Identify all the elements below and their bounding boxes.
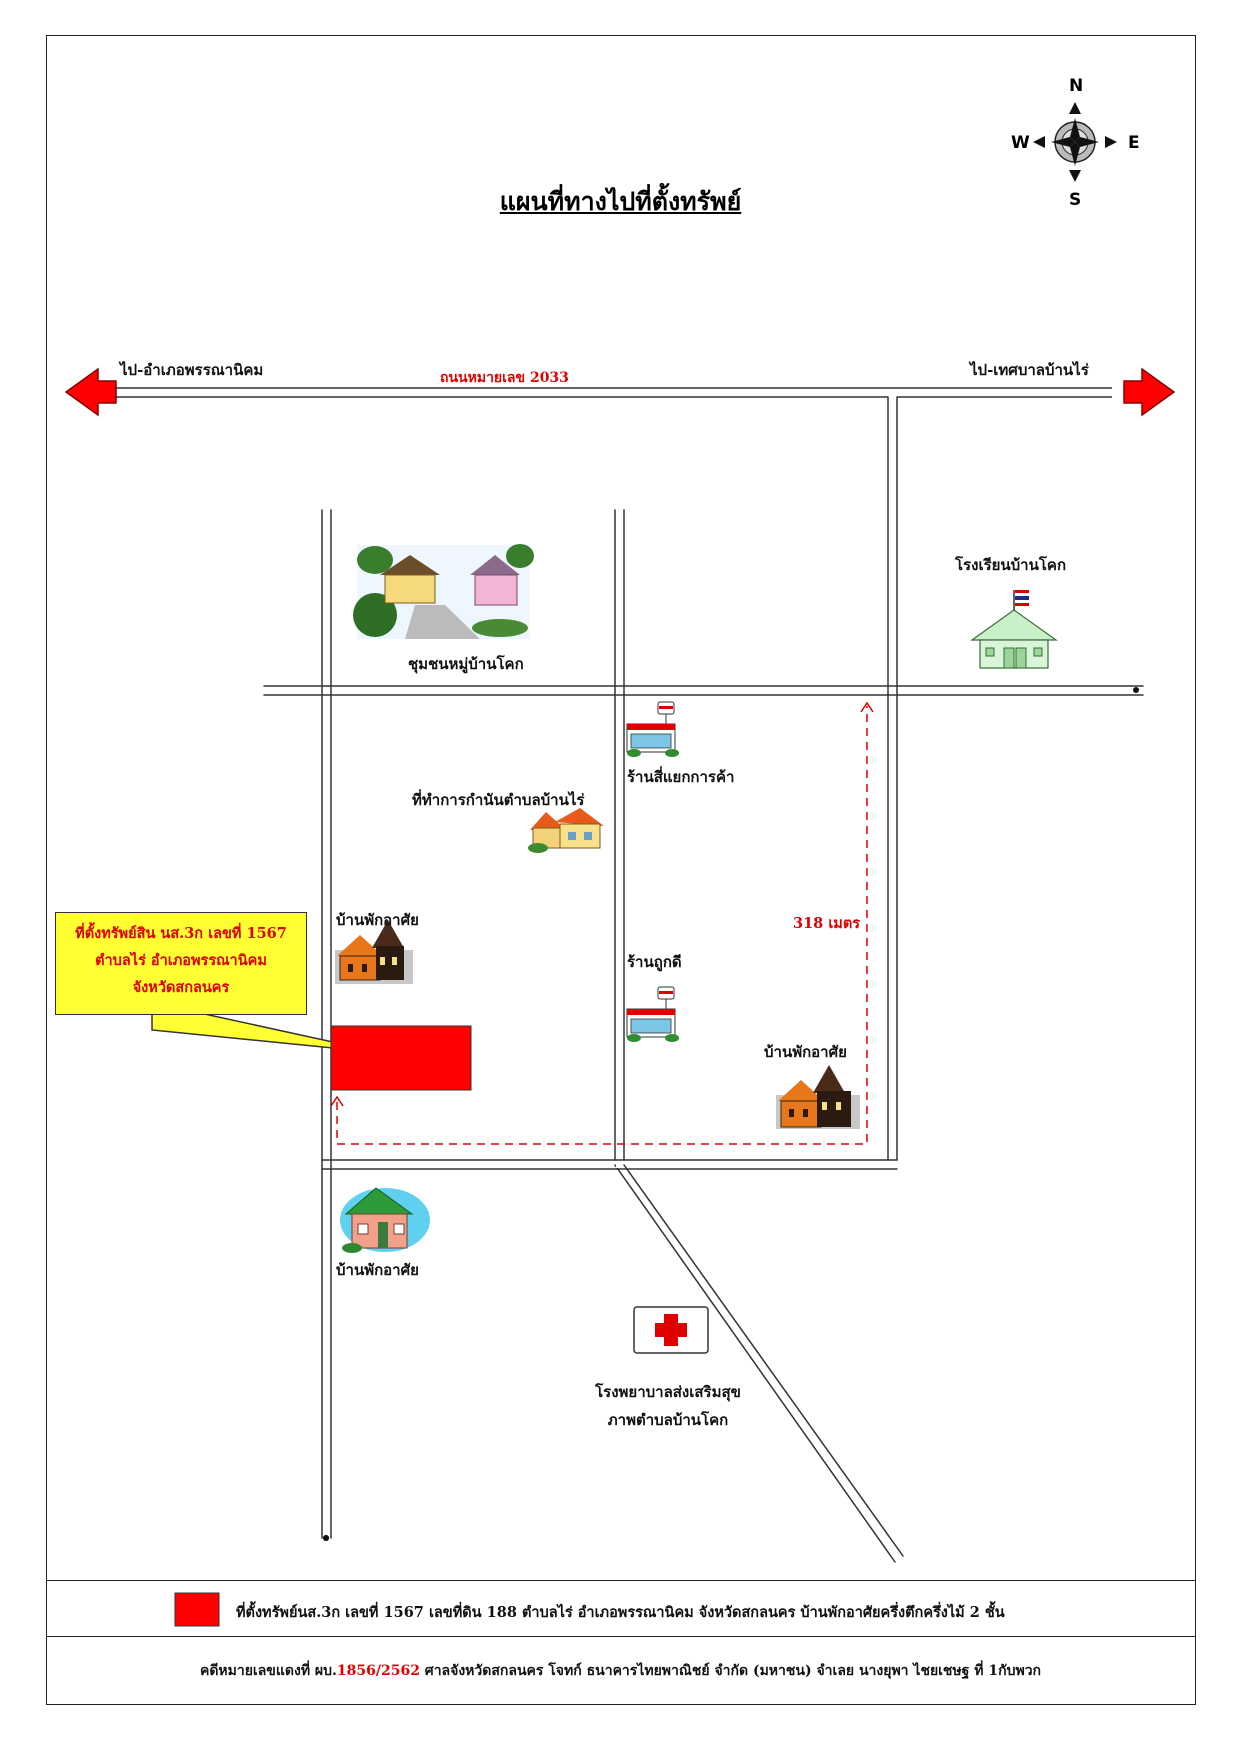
case-number: 1856/2562 — [336, 1663, 420, 1679]
route-arrowhead-icon — [860, 701, 874, 713]
house-icon — [335, 920, 413, 984]
house-icon — [776, 1065, 860, 1129]
shop2-label: ร้านถูกดี — [627, 953, 682, 971]
school-label: โรงเรียนบ้านโคก — [955, 556, 1067, 574]
road-right-destination: ไป-เทศบาลบ้านไร่ — [970, 361, 1089, 379]
local-roads — [263, 396, 1144, 1563]
legend-text: ที่ตั้งทรัพย์นส.3ก เลขที่ 1567 เลขที่ดิน… — [236, 1604, 1005, 1621]
highway-2033 — [100, 387, 1112, 398]
kamnan-office-label: ที่ทำการกำนันตำบลบ้านไร่ — [412, 791, 585, 809]
hospital-label-line1: โรงพยาบาลส่งเสริมสุข — [595, 1383, 741, 1401]
village-icon — [353, 544, 534, 639]
route-arrowhead-icon — [330, 1095, 344, 1107]
compass-south: S — [1069, 190, 1082, 210]
route-path — [336, 706, 868, 1145]
callout-line2: ตำบลไร่ อำเภอพรรณานิคม — [95, 952, 267, 969]
page-title: แผนที่ทางไปที่ตั้งทรัพย์ — [499, 187, 742, 216]
house-west-label: บ้านพักอาศัย — [336, 911, 419, 929]
compass-north: N — [1069, 76, 1084, 96]
property-marker[interactable] — [330, 1025, 472, 1091]
callout-line3: จังหวัดสกลนคร — [132, 979, 230, 996]
map-frame — [46, 35, 1196, 1705]
shop-icon — [626, 986, 679, 1042]
house-icon — [340, 1187, 430, 1253]
compass-west: W — [1011, 133, 1030, 153]
intersections — [264, 389, 896, 1168]
compass-east: E — [1128, 133, 1140, 153]
compass-icon — [1033, 102, 1117, 182]
case-prefix: คดีหมายเลขแดงที่ ผบ. — [199, 1663, 337, 1679]
shop1-label: ร้านสี่แยกการค้า — [627, 768, 735, 786]
house-east-label: บ้านพักอาศัย — [764, 1043, 847, 1061]
route-distance: 318 เมตร — [793, 915, 861, 932]
hospital-label-line2: ภาพตำบลบ้านโคก — [607, 1411, 729, 1429]
legend-divider — [46, 1580, 1196, 1581]
legend-property-swatch — [174, 1592, 220, 1627]
hospital-icon — [633, 1306, 709, 1354]
village-label: ชุมชนหมู่บ้านโคก — [408, 655, 524, 673]
arrow-left-icon — [64, 367, 117, 417]
school-icon — [970, 590, 1058, 669]
office-house-icon — [528, 808, 604, 853]
case-suffix: ศาลจังหวัดสกลนคร โจทก์ ธนาคารไทยพาณิชย์ … — [419, 1663, 1042, 1679]
road-end — [323, 1535, 329, 1541]
case-divider — [46, 1636, 1196, 1637]
property-callout: ที่ตั้งทรัพย์สิน นส.3ก เลขที่ 1567 ตำบลไ… — [55, 912, 307, 1015]
callout-line1: ที่ตั้งทรัพย์สิน นส.3ก เลขที่ 1567 — [75, 925, 287, 942]
case-reference: คดีหมายเลขแดงที่ ผบ.1856/2562 ศาลจังหวัด… — [0, 1660, 1241, 1682]
shop-icon — [626, 701, 679, 757]
road-end — [1133, 687, 1139, 693]
road-name: ถนนหมายเลข 2033 — [440, 370, 569, 386]
road-left-destination: ไป-อำเภอพรรณานิคม — [120, 361, 264, 379]
arrow-right-icon — [1123, 367, 1176, 417]
house-south-label: บ้านพักอาศัย — [336, 1261, 419, 1279]
